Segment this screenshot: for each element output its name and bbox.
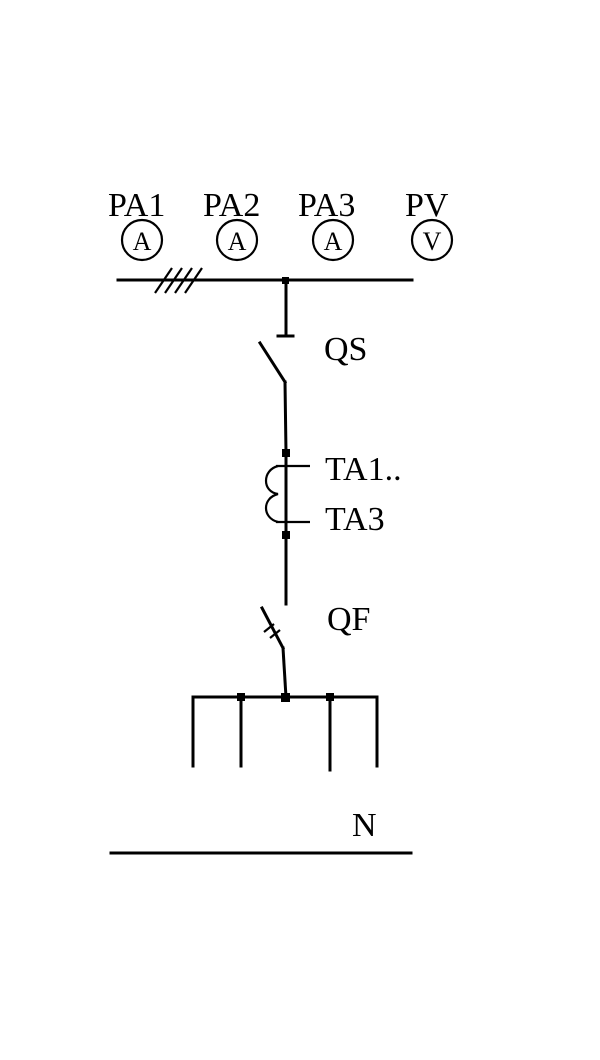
voltmeter-icon: V [410,218,454,262]
ammeter-icon: A [311,218,355,262]
circuit-breaker-symbol [259,605,288,699]
meter-symbol-pa1: A [133,227,152,256]
distribution-bus [191,693,379,772]
meter-label-pa2: PA2 [203,187,260,224]
ct-label-top: TA1.. [325,451,402,488]
three-phase-mark [154,267,203,294]
neutral-label: N [352,807,377,844]
disconnector-label: QS [324,331,367,368]
meter-label-pv: PV [405,187,449,224]
meter-symbol-pa3: A [324,227,343,256]
meter-symbol-pa2: A [228,227,247,256]
breaker-label: QF [327,601,370,638]
ammeter-icon: A [215,218,259,262]
disconnector-symbol [257,278,295,454]
ammeter-icon: A [120,218,164,262]
current-transformer-symbol [264,450,310,606]
ct-bottom-dot [282,531,290,539]
meter-label-pa3: PA3 [298,187,355,224]
ct-label-bottom: TA3 [325,501,385,538]
meter-label-pa1: PA1 [108,187,165,224]
meter-symbol-pv: V [423,227,442,256]
